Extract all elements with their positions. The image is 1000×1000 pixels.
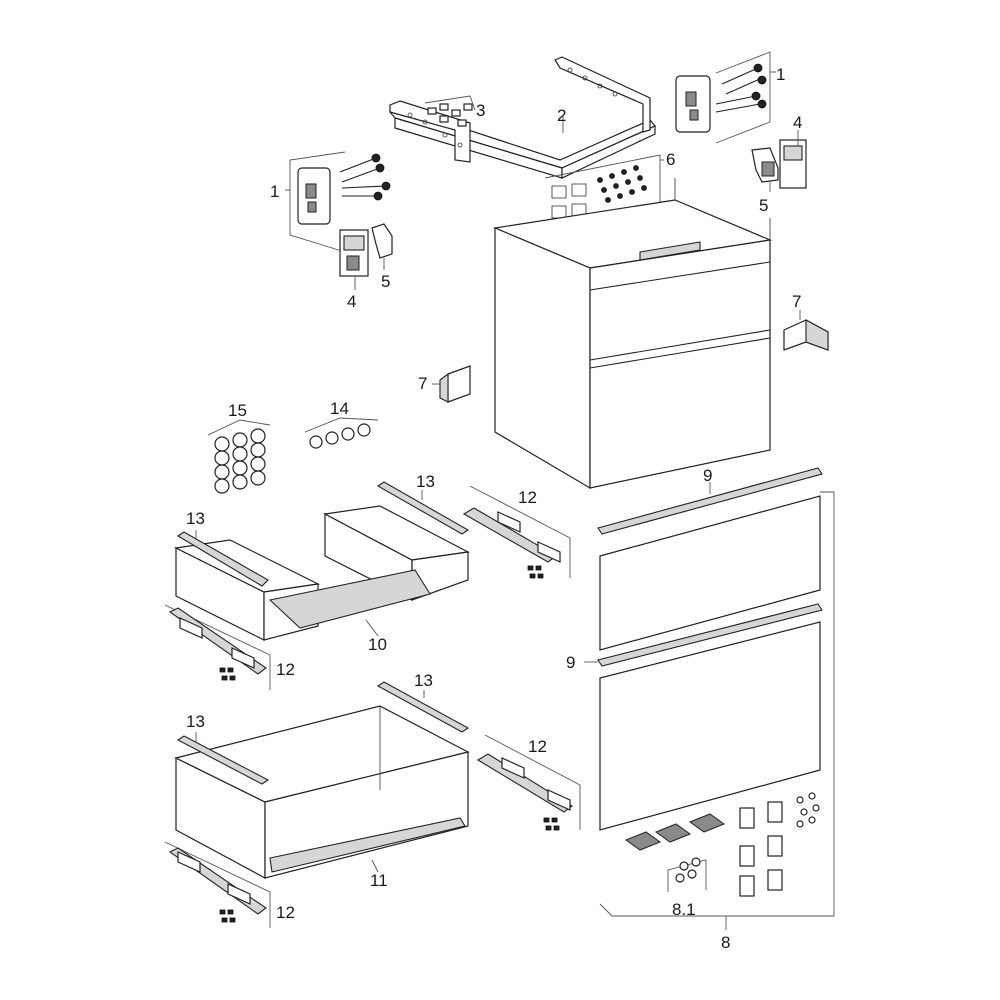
callout-14: 14 [330, 399, 349, 418]
hanger-bracket-left [339, 223, 393, 277]
callout-5-right: 5 [759, 196, 768, 215]
wall-bracket-set-left [289, 151, 391, 253]
mounting-frame-part [389, 56, 656, 179]
drawer-side-rails [176, 481, 470, 785]
callout-10: 10 [368, 635, 387, 654]
callout-7-right: 7 [792, 292, 801, 311]
drawer-fronts [597, 467, 835, 917]
cover-cap-set [207, 419, 271, 494]
callout-2: 2 [557, 106, 566, 125]
callout-4-right: 4 [793, 113, 802, 132]
hanger-bracket-right [751, 139, 807, 189]
upper-drawer-box [174, 505, 470, 641]
callout-12-c: 12 [528, 737, 547, 756]
plug-set [304, 417, 379, 449]
lower-drawer-box [174, 705, 470, 880]
leader-lines [195, 71, 801, 930]
callout-13-d: 13 [186, 712, 205, 731]
callout-9-mid: 9 [566, 653, 575, 672]
callout-1-top-right: 1 [776, 65, 785, 84]
callout-5-left: 5 [381, 272, 390, 291]
screw-set-part [424, 95, 476, 127]
callout-11: 11 [370, 871, 388, 890]
callout-3: 3 [476, 101, 485, 120]
callout-1-left: 1 [270, 182, 279, 201]
callout-13-c: 13 [414, 671, 433, 690]
callout-9-top: 9 [703, 466, 712, 485]
callout-7-left: 7 [418, 374, 427, 393]
callout-12-a: 12 [518, 488, 537, 507]
callout-labels: 1 1 2 3 4 4 5 5 6 7 7 15 14 9 9 13 13 13… [186, 65, 802, 952]
callout-15: 15 [228, 401, 247, 420]
callout-12-b: 12 [276, 660, 295, 679]
angle-bracket-right [783, 319, 829, 351]
callout-4-left: 4 [347, 292, 356, 311]
mounting-clips [624, 792, 820, 897]
callout-6: 6 [666, 150, 675, 169]
callout-12-d: 12 [276, 903, 295, 922]
angle-bracket-left [439, 365, 471, 403]
drawer-runners [164, 485, 581, 928]
spacer-set [667, 857, 707, 892]
wall-bracket-set-right [675, 51, 771, 144]
cabinet-body [492, 178, 773, 490]
callout-8: 8 [721, 933, 730, 952]
callout-13-a: 13 [416, 472, 435, 491]
callout-13-b: 13 [186, 509, 205, 528]
callout-8-1: 8.1 [672, 900, 696, 919]
